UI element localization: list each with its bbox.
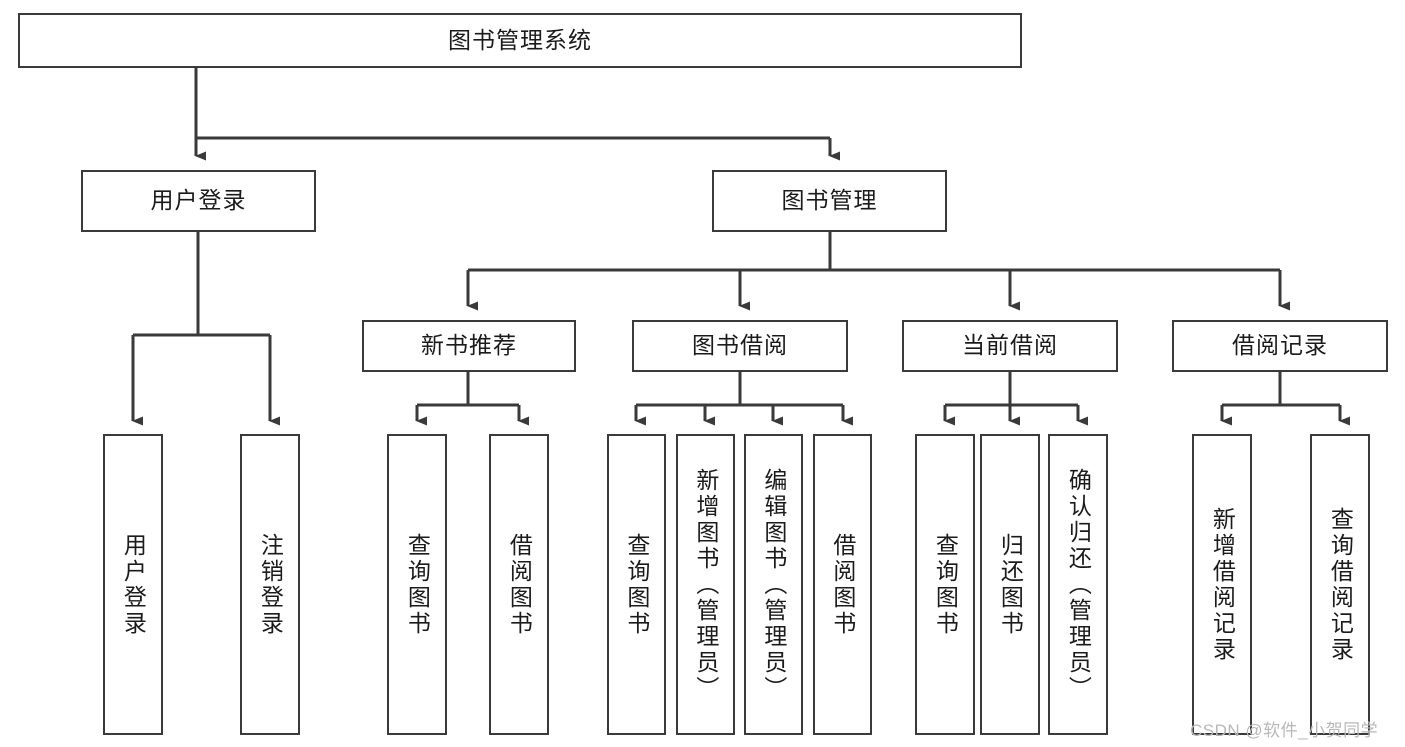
leaf-add-book-admin[interactable]: 新增图书（管理员）	[676, 434, 735, 735]
leaf-user-login[interactable]: 用户登录	[103, 434, 163, 735]
node-book-management-label: 图书管理	[781, 187, 878, 214]
node-user-login-label: 用户登录	[150, 187, 247, 214]
leaf-borrow-book-newbook-label: 借阅图书	[506, 532, 533, 637]
leaf-user-login-label: 用户登录	[120, 532, 147, 637]
node-root[interactable]: 图书管理系统	[18, 13, 1022, 68]
leaf-edit-book-admin-label: 编辑图书（管理员）	[760, 467, 787, 702]
leaf-query-book-current-label: 查询图书	[932, 532, 959, 637]
leaf-query-borrow-record-label: 查询借阅记录	[1327, 506, 1354, 663]
node-current-borrow[interactable]: 当前借阅	[902, 320, 1118, 372]
node-root-label: 图书管理系统	[448, 26, 592, 53]
leaf-query-book-newbook[interactable]: 查询图书	[387, 434, 447, 735]
node-book-borrow-label: 图书借阅	[692, 332, 788, 359]
leaf-return-book-label: 归还图书	[997, 532, 1024, 637]
leaf-query-book-borrow[interactable]: 查询图书	[607, 434, 666, 735]
leaf-edit-book-admin[interactable]: 编辑图书（管理员）	[744, 434, 803, 735]
node-book-management[interactable]: 图书管理	[712, 170, 947, 232]
leaf-query-book-borrow-label: 查询图书	[623, 532, 650, 637]
leaf-query-borrow-record[interactable]: 查询借阅记录	[1310, 434, 1370, 735]
node-book-borrow[interactable]: 图书借阅	[632, 320, 848, 372]
leaf-borrow-book[interactable]: 借阅图书	[813, 434, 872, 735]
node-new-book-recommend[interactable]: 新书推荐	[362, 320, 576, 372]
leaf-confirm-return-admin-label: 确认归还（管理员）	[1065, 467, 1092, 702]
leaf-confirm-return-admin[interactable]: 确认归还（管理员）	[1048, 434, 1108, 735]
leaf-borrow-book-label: 借阅图书	[829, 532, 856, 637]
node-borrow-records[interactable]: 借阅记录	[1172, 320, 1388, 372]
node-borrow-records-label: 借阅记录	[1232, 332, 1328, 359]
leaf-return-book[interactable]: 归还图书	[980, 434, 1040, 735]
node-user-login[interactable]: 用户登录	[81, 170, 316, 232]
leaf-logout-label: 注销登录	[257, 532, 284, 637]
leaf-add-borrow-record-label: 新增借阅记录	[1209, 506, 1236, 663]
node-current-borrow-label: 当前借阅	[962, 332, 1058, 359]
leaf-logout[interactable]: 注销登录	[240, 434, 300, 735]
leaf-query-book-newbook-label: 查询图书	[404, 532, 431, 637]
leaf-borrow-book-newbook[interactable]: 借阅图书	[489, 434, 549, 735]
node-new-book-recommend-label: 新书推荐	[421, 332, 517, 359]
leaf-add-borrow-record[interactable]: 新增借阅记录	[1192, 434, 1252, 735]
leaf-add-book-admin-label: 新增图书（管理员）	[692, 467, 719, 702]
leaf-query-book-current[interactable]: 查询图书	[915, 434, 975, 735]
